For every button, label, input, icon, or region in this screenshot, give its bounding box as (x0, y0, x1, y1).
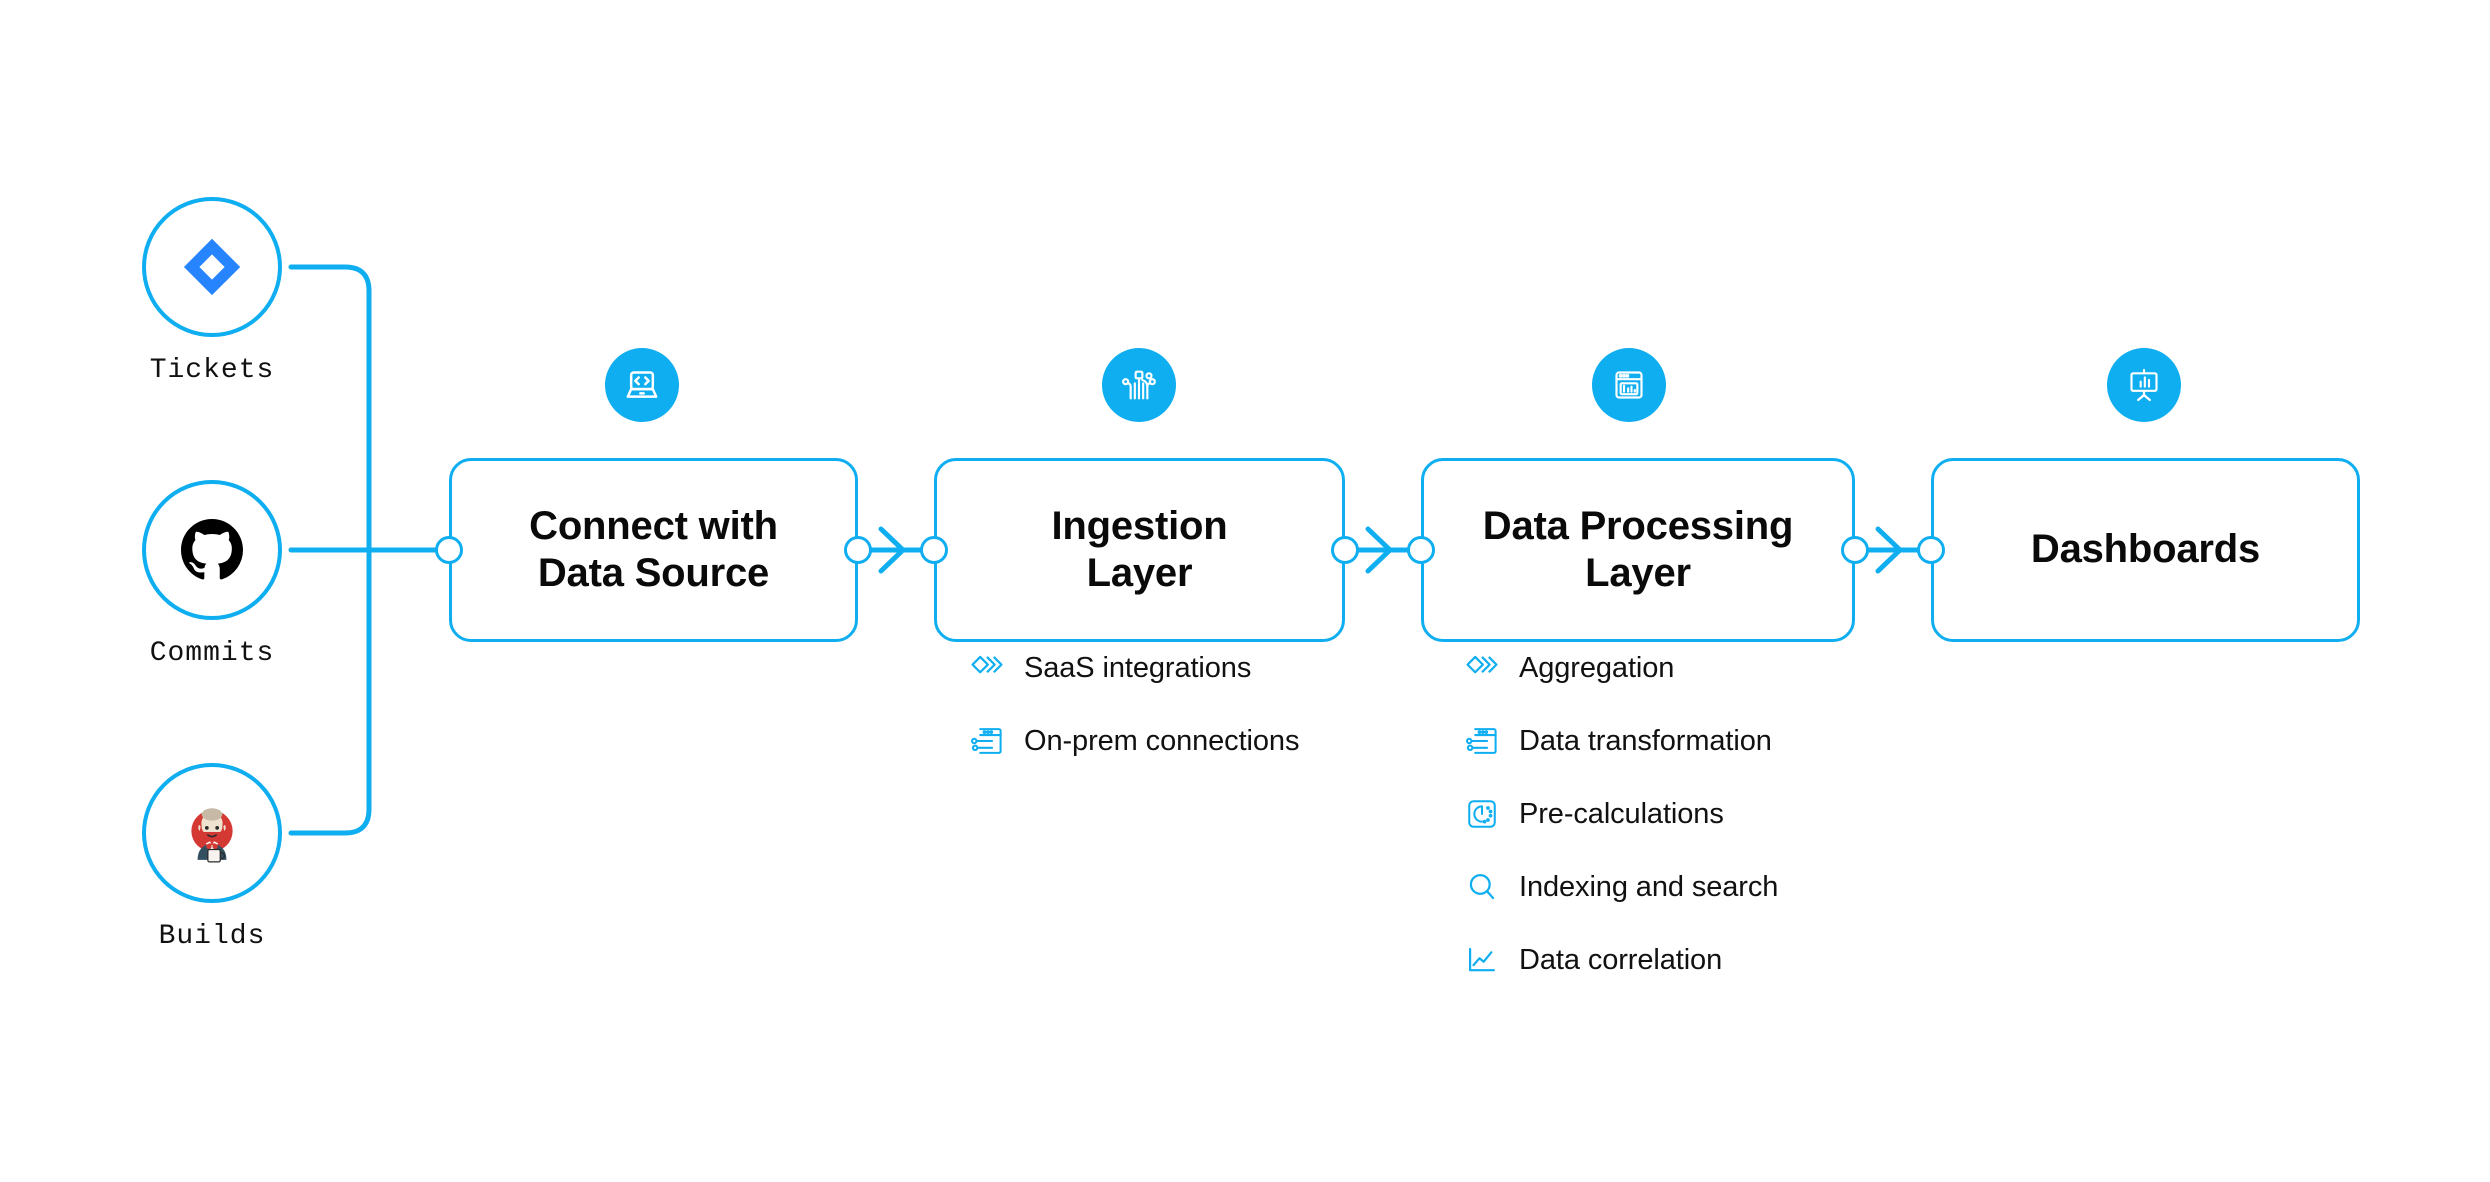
feature-item[interactable]: Data correlation (1463, 937, 1778, 983)
badge-laptop-code-icon (605, 348, 679, 422)
feature-item[interactable]: Indexing and search (1463, 864, 1778, 910)
github-icon (142, 480, 282, 620)
magnifier-icon (1463, 868, 1501, 906)
stage-title: Dashboards (2017, 526, 2274, 573)
source-node-commits[interactable]: Commits (142, 480, 282, 669)
browser-settings-icon (1463, 722, 1501, 760)
stage-title-line2: Layer (1086, 551, 1193, 595)
feature-label: Data correlation (1519, 943, 1723, 976)
feature-item[interactable]: On-prem connections (968, 718, 1299, 764)
stage-title: Data Processing Layer (1469, 503, 1807, 597)
chevron-layers-icon (968, 649, 1006, 687)
source-node-builds[interactable]: Builds (142, 763, 282, 952)
source-label-commits: Commits (149, 638, 275, 669)
stage-box-data-processing-layer[interactable]: Data Processing Layer (1421, 458, 1855, 642)
timer-gauge-icon (1463, 795, 1501, 833)
feature-label: On-prem connections (1024, 724, 1300, 757)
port-stage2-right (1331, 536, 1359, 564)
feature-label: SaaS integrations (1024, 651, 1252, 684)
stage-title-line2: Data Source (537, 551, 770, 595)
feature-item[interactable]: SaaS integrations (968, 645, 1299, 691)
port-stage1-left (435, 536, 463, 564)
feature-item[interactable]: Pre-calculations (1463, 791, 1778, 837)
stage-box-ingestion-layer[interactable]: Ingestion Layer (934, 458, 1345, 642)
port-stage3-right (1841, 536, 1869, 564)
wire-tickets (288, 264, 372, 533)
port-stage2-left (920, 536, 948, 564)
wire-builds (288, 567, 372, 836)
jira-icon (142, 197, 282, 337)
feature-item[interactable]: Aggregation (1463, 645, 1778, 691)
stage-box-connect-with-data-source[interactable]: Connect with Data Source (449, 458, 858, 642)
chevron-layers-icon (1463, 649, 1501, 687)
badge-presentation-chart-icon (2107, 348, 2181, 422)
jenkins-icon (142, 763, 282, 903)
badge-circuit-network-icon (1102, 348, 1176, 422)
feature-label: Pre-calculations (1519, 797, 1724, 830)
source-ring (142, 480, 282, 620)
source-node-tickets[interactable]: Tickets (142, 197, 282, 386)
feature-label: Data transformation (1519, 724, 1772, 757)
badge-browser-barchart-icon (1592, 348, 1666, 422)
stage-title: Ingestion Layer (1038, 503, 1242, 597)
source-label-builds: Builds (158, 921, 266, 952)
stage-box-dashboards[interactable]: Dashboards (1931, 458, 2360, 642)
line-chart-icon (1463, 941, 1501, 979)
stage-title-line1: Dashboards (2030, 527, 2261, 572)
stage-title-line1: Ingestion (1051, 503, 1228, 548)
source-label-tickets: Tickets (149, 355, 275, 386)
stage-title-line1: Data Processing (1482, 503, 1794, 548)
feature-list-ingestion: SaaS integrations On-prem connections (968, 645, 1299, 791)
stage-title-line2: Layer (1585, 551, 1691, 595)
port-stage1-right (844, 536, 872, 564)
port-stage3-left (1407, 536, 1435, 564)
stage-title-line1: Connect with (529, 503, 778, 548)
feature-item[interactable]: Data transformation (1463, 718, 1778, 764)
stage-title: Connect with Data Source (515, 503, 792, 597)
feature-label: Indexing and search (1519, 870, 1779, 903)
feature-list-processing: Aggregation Data transformation (1463, 645, 1778, 1010)
feature-label: Aggregation (1519, 651, 1675, 684)
port-stage4-left (1917, 536, 1945, 564)
browser-settings-icon (968, 722, 1006, 760)
